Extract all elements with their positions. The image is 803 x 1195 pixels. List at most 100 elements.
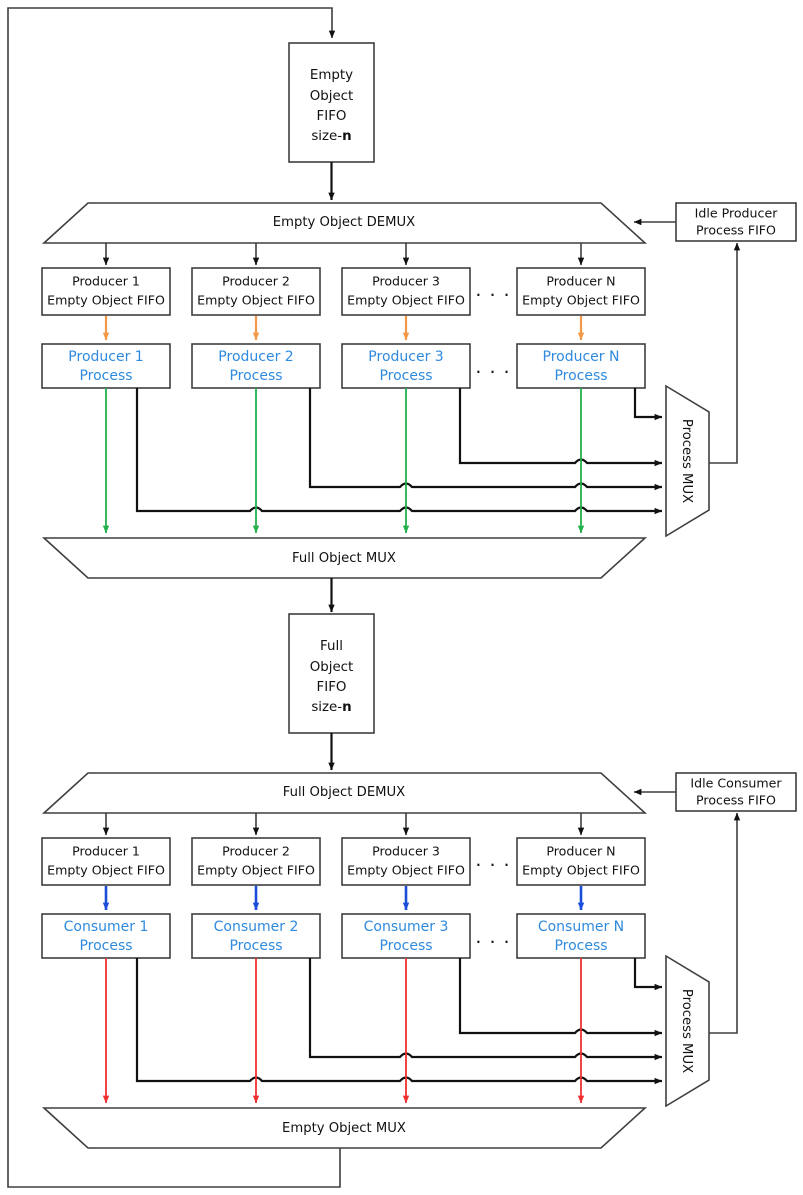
producer-fifo-1-line1: Producer 1	[72, 274, 140, 289]
producer-fifo-box-2[interactable]: Producer 2 Empty Object FIFO	[191, 267, 321, 316]
full-object-fifo-line1: Full	[320, 639, 343, 654]
producer-fifo-box-1[interactable]: Producer 1 Empty Object FIFO	[41, 267, 171, 316]
producer-process-box-4[interactable]: Producer N Process	[516, 343, 646, 389]
feedback-line-1	[135, 388, 663, 515]
producer-fifo-1-line2: Empty Object FIFO	[47, 293, 165, 308]
feedback-line-3	[458, 388, 663, 467]
idle-producer-fifo-line2: Process FIFO	[696, 223, 776, 238]
consumer-process-ellipsis: · · ·	[475, 932, 510, 954]
full-object-fifo-size-value: n	[342, 700, 352, 715]
empty-object-fifo-size: size-n	[311, 129, 351, 144]
producer-idle-feedback-lines	[135, 388, 663, 515]
feedback-line-N	[633, 388, 663, 421]
consumer-fifo-row: Producer 1 Empty Object FIFO Producer 2 …	[41, 837, 646, 886]
consumer-process-row: Consumer 1 Process Consumer 2 Process Co…	[41, 913, 646, 959]
consumer-process-3-line2: Process	[379, 938, 432, 954]
full-object-mux-label: Full Object MUX	[292, 551, 396, 566]
idle-consumer-process-fifo[interactable]: Idle Consumer Process FIFO	[675, 772, 797, 812]
full-object-fifo-line3: FIFO	[317, 680, 347, 695]
empty-object-fifo-line1: Empty	[310, 68, 353, 83]
consumer-idle-feedback-lines	[135, 958, 663, 1085]
consumer-process-box-1[interactable]: Consumer 1 Process	[41, 913, 171, 959]
consumer-process-box-3[interactable]: Consumer 3 Process	[341, 913, 471, 959]
full-object-fifo-box[interactable]: Full Object FIFO size-n	[288, 613, 375, 734]
full-object-mux[interactable]: Full Object MUX	[41, 537, 648, 579]
process-mux-bottom[interactable]: Process MUX	[665, 954, 710, 1108]
consumer-process-4-line2: Process	[554, 938, 607, 954]
idle-producer-process-fifo[interactable]: Idle Producer Process FIFO	[675, 202, 797, 242]
empty-object-fifo-size-prefix: size-	[311, 129, 342, 144]
consumer-fifo-1-line1: Producer 1	[72, 844, 140, 859]
producer-process-2-line1: Producer 2	[218, 349, 293, 365]
process-mux-top-output	[709, 242, 741, 464]
consumer-fifo-4-line2: Empty Object FIFO	[522, 863, 640, 878]
empty-object-fifo-size-value: n	[342, 129, 352, 144]
consumer-process-2-line2: Process	[229, 938, 282, 954]
consumer-fifo-box-2[interactable]: Producer 2 Empty Object FIFO	[191, 837, 321, 886]
idle-producer-fifo-line1: Idle Producer	[695, 206, 779, 221]
consumer-fifo-3-line2: Empty Object FIFO	[347, 863, 465, 878]
full-object-demux-label: Full Object DEMUX	[283, 785, 405, 800]
consumer-fifo-1-line2: Empty Object FIFO	[47, 863, 165, 878]
full-object-fifo-size-prefix: size-	[311, 700, 342, 715]
empty-object-fifo-line2: Object	[310, 89, 354, 104]
empty-object-demux-label: Empty Object DEMUX	[273, 215, 415, 230]
consumer-process-3-line1: Consumer 3	[364, 919, 449, 935]
producer-fifo-2-line2: Empty Object FIFO	[197, 293, 315, 308]
process-mux-bottom-output	[709, 812, 741, 1034]
producer-process-3-line2: Process	[379, 368, 432, 384]
empty-object-mux-label: Empty Object MUX	[282, 1121, 406, 1136]
consumer-process-1-line1: Consumer 1	[64, 919, 149, 935]
consumer-fifo-2-line1: Producer 2	[222, 844, 290, 859]
consumer-feedback-line-1	[135, 958, 663, 1085]
empty-object-demux[interactable]: Empty Object DEMUX	[41, 202, 648, 244]
full-object-fifo-line2: Object	[310, 660, 354, 675]
consumer-fifo-3-line1: Producer 3	[372, 844, 440, 859]
empty-object-mux[interactable]: Empty Object MUX	[41, 1107, 648, 1149]
empty-object-fifo-box[interactable]: Empty Object FIFO size-n	[288, 42, 375, 163]
process-mux-bottom-label: Process MUX	[679, 989, 694, 1073]
process-mux-top-label: Process MUX	[679, 419, 694, 503]
producer-fifo-ellipsis: · · ·	[475, 285, 510, 307]
producer-process-1-line1: Producer 1	[68, 349, 143, 365]
consumer-fifo-box-1[interactable]: Producer 1 Empty Object FIFO	[41, 837, 171, 886]
outer-feedback-loop	[7, 7, 341, 1188]
idle-consumer-fifo-line1: Idle Consumer	[690, 776, 782, 791]
producer-process-row: Producer 1 Process Producer 2 Process Pr…	[41, 343, 646, 389]
consumer-process-box-2[interactable]: Consumer 2 Process	[191, 913, 321, 959]
producer-process-2-line2: Process	[229, 368, 282, 384]
consumer-feedback-line-3	[458, 958, 663, 1037]
idle-consumer-fifo-line2: Process FIFO	[696, 793, 776, 808]
empty-object-fifo-line3: FIFO	[317, 109, 347, 124]
consumer-process-1-line2: Process	[79, 938, 132, 954]
producer-process-3-line1: Producer 3	[368, 349, 443, 365]
producer-process-box-3[interactable]: Producer 3 Process	[341, 343, 471, 389]
consumer-fifo-box-4[interactable]: Producer N Empty Object FIFO	[516, 837, 646, 886]
consumer-fifo-ellipsis: · · ·	[475, 855, 510, 877]
producer-process-ellipsis: · · ·	[475, 362, 510, 384]
producer-fifo-4-line2: Empty Object FIFO	[522, 293, 640, 308]
full-object-demux[interactable]: Full Object DEMUX	[41, 772, 648, 814]
producer-fifo-4-line1: Producer N	[546, 274, 615, 289]
producer-fifo-box-4[interactable]: Producer N Empty Object FIFO	[516, 267, 646, 316]
producer-process-box-1[interactable]: Producer 1 Process	[41, 343, 171, 389]
producer-fifo-2-line1: Producer 2	[222, 274, 290, 289]
consumer-fifo-box-3[interactable]: Producer 3 Empty Object FIFO	[341, 837, 471, 886]
consumer-fifo-2-line2: Empty Object FIFO	[197, 863, 315, 878]
consumer-fifo-4-line1: Producer N	[546, 844, 615, 859]
producer-process-4-line2: Process	[554, 368, 607, 384]
consumer-process-box-4[interactable]: Consumer N Process	[516, 913, 646, 959]
producer-fifo-box-3[interactable]: Producer 3 Empty Object FIFO	[341, 267, 471, 316]
producer-process-4-line1: Producer N	[543, 349, 620, 365]
producer-fifo-row: Producer 1 Empty Object FIFO Producer 2 …	[41, 267, 646, 316]
consumer-process-2-line1: Consumer 2	[214, 919, 299, 935]
producer-fifo-3-line1: Producer 3	[372, 274, 440, 289]
producer-process-1-line2: Process	[79, 368, 132, 384]
feedback-line-2	[308, 388, 663, 491]
producer-process-box-2[interactable]: Producer 2 Process	[191, 343, 321, 389]
process-mux-top[interactable]: Process MUX	[665, 384, 710, 538]
producer-fifo-3-line2: Empty Object FIFO	[347, 293, 465, 308]
consumer-feedback-line-N	[633, 958, 663, 991]
consumer-feedback-line-2	[308, 958, 663, 1061]
